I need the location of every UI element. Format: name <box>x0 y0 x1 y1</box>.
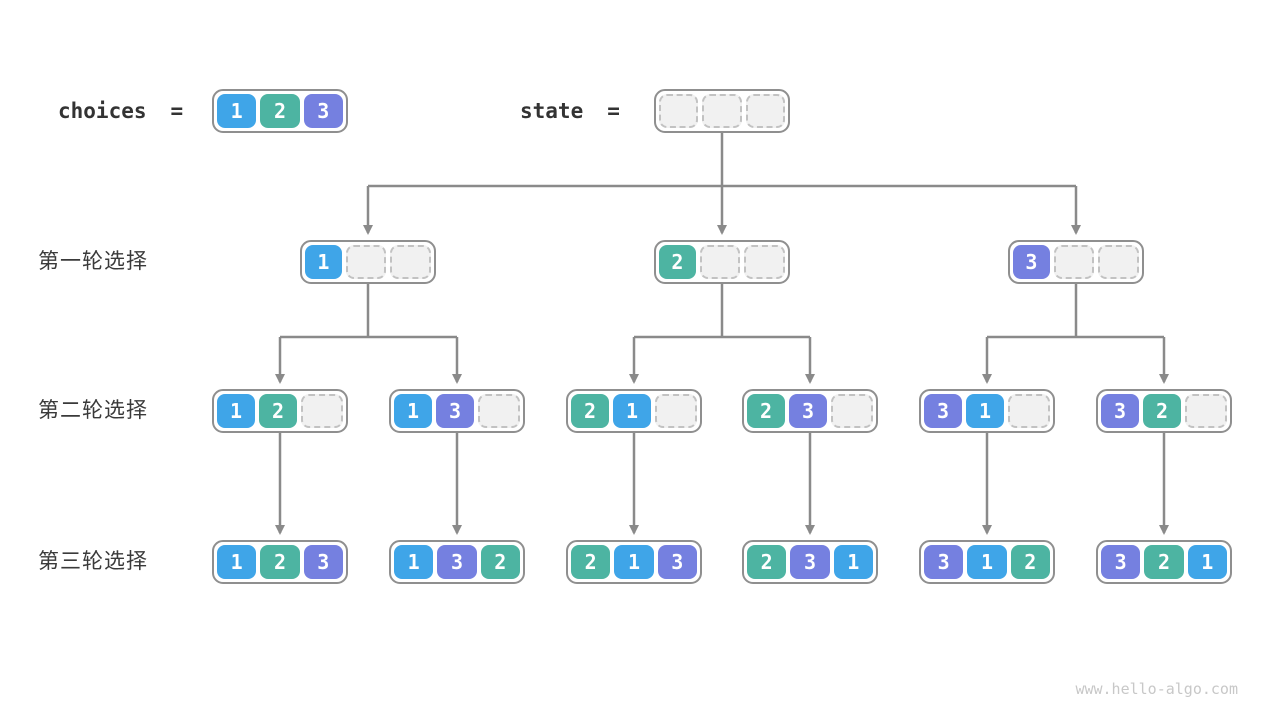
array-cell: 1 <box>613 394 651 428</box>
site-watermark: www.hello-algo.com <box>1075 680 1238 698</box>
row-label-round-2: 第二轮选择 <box>38 399 148 422</box>
array-cell <box>699 245 741 279</box>
array-cell: 2 <box>571 394 609 428</box>
array-cell: 2 <box>747 545 787 579</box>
array-cell <box>659 94 699 128</box>
array-cell: 3 <box>303 545 343 579</box>
array-cell: 3 <box>924 394 962 428</box>
array-cell <box>831 394 873 428</box>
array-cell: 3 <box>789 394 827 428</box>
array-cell: 2 <box>659 245 696 279</box>
array-cell: 3 <box>1101 394 1139 428</box>
array-cell <box>745 94 785 128</box>
array-cell <box>345 245 387 279</box>
array-cell: 1 <box>394 394 432 428</box>
array-cell: 3 <box>790 545 830 579</box>
array-cell: 1 <box>217 94 257 128</box>
array-cell: 2 <box>1144 545 1184 579</box>
array-cell: 3 <box>1101 545 1141 579</box>
array-box: 1 2 <box>212 389 348 433</box>
array-cell <box>390 245 432 279</box>
array-cell <box>1008 394 1050 428</box>
array-cell <box>702 94 742 128</box>
array-cell: 1 <box>217 545 257 579</box>
array-cell: 2 <box>480 545 520 579</box>
array-cell: 2 <box>747 394 785 428</box>
array-box: 3 2 1 <box>1096 540 1232 584</box>
array-cell <box>301 394 343 428</box>
state-label-group: state = <box>520 89 620 133</box>
array-cell: 1 <box>394 545 434 579</box>
array-cell <box>478 394 520 428</box>
array-box: 1 3 <box>389 389 525 433</box>
row-label-round-1: 第一轮选择 <box>38 250 148 273</box>
array-cell <box>1098 245 1140 279</box>
array-cell: 2 <box>1143 394 1181 428</box>
array-box: 1 3 2 <box>389 540 525 584</box>
array-cell: 1 <box>1187 545 1227 579</box>
array-cell: 3 <box>1013 245 1050 279</box>
array-cell: 3 <box>436 394 474 428</box>
array-box: 2 <box>654 240 790 284</box>
array-cell <box>744 245 786 279</box>
equals-sign: = <box>607 99 620 123</box>
array-cell: 1 <box>833 545 873 579</box>
array-cell: 2 <box>571 545 611 579</box>
row-label-round-3: 第三轮选择 <box>38 550 148 573</box>
array-cell: 2 <box>260 545 300 579</box>
array-cell <box>1053 245 1095 279</box>
array-cell: 2 <box>260 94 300 128</box>
array-box: 2 1 3 <box>566 540 702 584</box>
array-cell: 3 <box>657 545 697 579</box>
array-cell: 3 <box>303 94 343 128</box>
array-cell: 3 <box>437 545 477 579</box>
array-box: 3 <box>1008 240 1144 284</box>
array-cell: 2 <box>259 394 297 428</box>
array-box: 2 1 <box>566 389 702 433</box>
choices-array: 1 2 3 <box>212 89 348 133</box>
array-box: 3 2 <box>1096 389 1232 433</box>
state-array <box>654 89 790 133</box>
array-cell: 2 <box>1010 545 1050 579</box>
choices-label-group: choices = <box>58 89 183 133</box>
state-label: state <box>520 99 584 123</box>
array-box: 1 <box>300 240 436 284</box>
array-cell <box>1185 394 1227 428</box>
choices-label: choices <box>58 99 147 123</box>
array-box: 2 3 <box>742 389 878 433</box>
array-cell: 1 <box>966 394 1004 428</box>
array-cell: 3 <box>924 545 964 579</box>
array-cell: 1 <box>217 394 255 428</box>
array-box: 3 1 2 <box>919 540 1055 584</box>
array-box: 1 2 3 <box>212 540 348 584</box>
array-cell <box>655 394 697 428</box>
array-box: 2 3 1 <box>742 540 878 584</box>
array-cell: 1 <box>967 545 1007 579</box>
array-box: 3 1 <box>919 389 1055 433</box>
equals-sign: = <box>170 99 184 123</box>
array-cell: 1 <box>305 245 342 279</box>
array-cell: 1 <box>614 545 654 579</box>
